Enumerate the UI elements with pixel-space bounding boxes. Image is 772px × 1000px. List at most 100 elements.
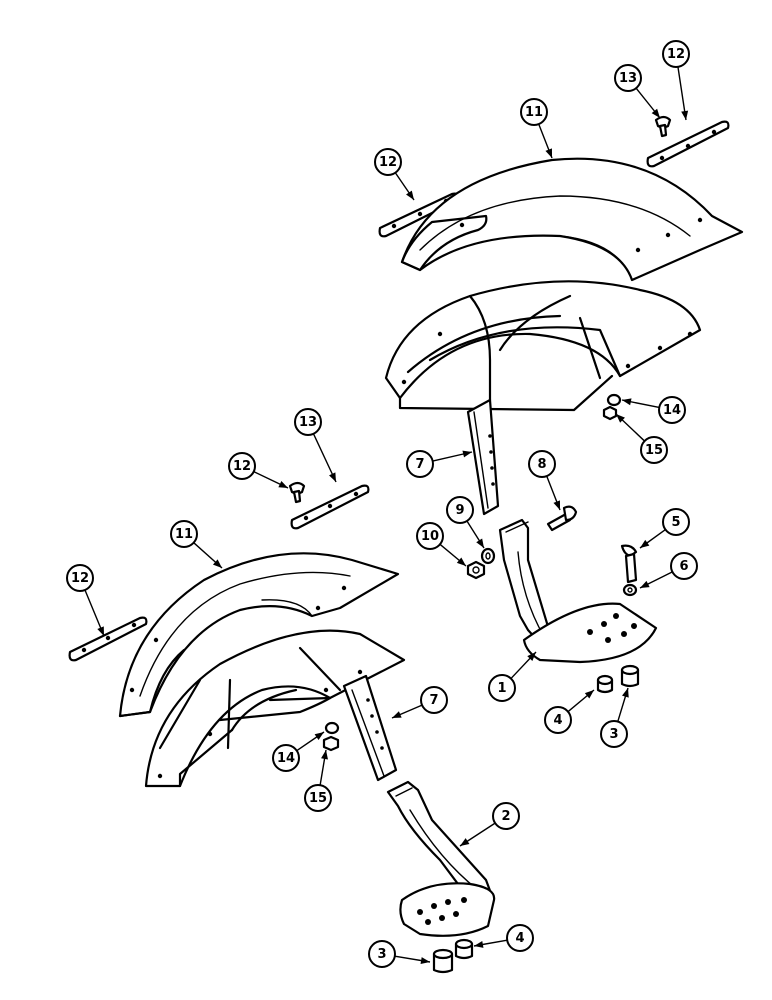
callout-circle xyxy=(614,64,642,92)
arrowhead xyxy=(527,652,536,661)
strap-12-lower-left xyxy=(68,616,148,662)
washer-9 xyxy=(480,547,496,565)
callout-label: 14 xyxy=(277,751,295,766)
callout-label: 11 xyxy=(525,105,543,120)
callout-circle xyxy=(446,496,474,524)
callout-circle xyxy=(640,436,668,464)
callout-7: 7 xyxy=(406,450,473,478)
bracket-2 xyxy=(386,780,496,937)
callout-label: 12 xyxy=(667,47,685,62)
nut-15-lower xyxy=(322,735,340,752)
callout-label: 3 xyxy=(609,727,618,742)
callout-12: 12 xyxy=(228,452,289,489)
callout-circle xyxy=(600,720,628,748)
strap-12-top-right xyxy=(646,120,730,168)
callout-label: 2 xyxy=(501,809,510,824)
callout-circle xyxy=(662,40,690,68)
callout-11: 11 xyxy=(520,98,553,159)
callout-label: 12 xyxy=(71,571,89,586)
callout-circle xyxy=(488,674,516,702)
callout-circle xyxy=(492,802,520,830)
callout-label: 4 xyxy=(515,931,524,946)
callout-14: 14 xyxy=(621,396,686,424)
spacer-4-bottom xyxy=(454,938,474,960)
callout-13: 13 xyxy=(614,64,661,119)
callout-label: 8 xyxy=(537,457,546,472)
arrowhead xyxy=(616,414,625,423)
callout-3: 3 xyxy=(368,940,431,968)
callout-circle xyxy=(228,452,256,480)
callout-4: 4 xyxy=(544,689,595,734)
fender-frame-upper xyxy=(384,280,702,412)
arrowhead xyxy=(545,148,552,158)
arrowhead xyxy=(97,626,104,636)
washer-6 xyxy=(622,583,638,597)
callout-circle xyxy=(506,924,534,952)
callout-label: 14 xyxy=(663,403,681,418)
arrowhead xyxy=(460,838,470,846)
callout-circle xyxy=(170,520,198,548)
callout-circle xyxy=(658,396,686,424)
callout-12: 12 xyxy=(374,148,415,201)
arrowhead xyxy=(321,750,328,760)
fender-11-top xyxy=(400,157,744,282)
arrowhead xyxy=(329,472,336,482)
bolt-8 xyxy=(546,505,578,532)
arrowhead xyxy=(651,108,660,118)
callout-15: 15 xyxy=(615,413,668,464)
callout-12: 12 xyxy=(66,564,105,637)
callout-circle xyxy=(272,744,300,772)
arrowhead xyxy=(212,559,222,568)
spacer-4-right xyxy=(596,674,614,694)
arrowhead xyxy=(584,690,594,699)
callout-11: 11 xyxy=(170,520,223,569)
callout-3: 3 xyxy=(600,687,629,748)
arrowhead xyxy=(456,557,466,566)
callout-label: 3 xyxy=(377,947,386,962)
callout-label: 12 xyxy=(379,155,397,170)
callout-label: 4 xyxy=(553,713,562,728)
callout-circle xyxy=(670,552,698,580)
fender-frame-lower xyxy=(144,629,406,788)
bolt-5 xyxy=(620,544,638,584)
support-arm-7-lower xyxy=(342,674,398,782)
callout-1: 1 xyxy=(488,651,537,702)
callout-14: 14 xyxy=(272,731,325,772)
callout-15: 15 xyxy=(304,749,332,812)
arrowhead xyxy=(553,500,560,510)
callout-5: 5 xyxy=(639,508,690,549)
callout-9: 9 xyxy=(446,496,485,549)
bracket-1 xyxy=(498,518,658,664)
callout-circle xyxy=(416,522,444,550)
callout-2: 2 xyxy=(459,802,520,847)
callout-label: 15 xyxy=(309,791,327,806)
strap-13-lower xyxy=(290,484,370,530)
callout-label: 12 xyxy=(233,459,251,474)
callout-label: 13 xyxy=(299,415,317,430)
arrowhead xyxy=(278,480,288,488)
washer-14-lower xyxy=(324,721,340,735)
arrowhead xyxy=(622,398,632,406)
callout-label: 15 xyxy=(645,443,663,458)
callout-8: 8 xyxy=(528,450,561,511)
arrowhead xyxy=(392,711,402,718)
callout-label: 10 xyxy=(421,529,439,544)
bolt-12-lower xyxy=(288,481,306,504)
callout-13: 13 xyxy=(294,408,337,483)
callout-label: 1 xyxy=(497,681,506,696)
callout-circle xyxy=(520,98,548,126)
callout-label: 7 xyxy=(415,457,424,472)
callout-circle xyxy=(368,940,396,968)
bolt-13-top xyxy=(654,115,672,138)
arrowhead xyxy=(462,450,472,458)
arrowhead xyxy=(406,190,414,200)
callout-10: 10 xyxy=(416,522,467,567)
callout-label: 7 xyxy=(429,693,438,708)
arrowhead xyxy=(640,580,650,588)
callout-circle xyxy=(374,148,402,176)
arrowhead xyxy=(314,732,324,740)
callout-circle xyxy=(420,686,448,714)
callout-circle xyxy=(304,784,332,812)
